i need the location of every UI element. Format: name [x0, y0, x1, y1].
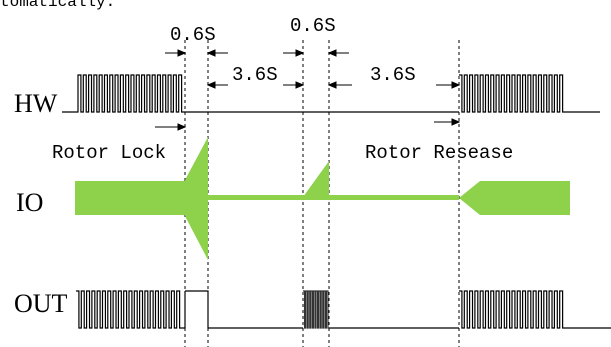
interval-label-0-6s-first: 0.6S	[170, 24, 216, 46]
out-step	[185, 290, 303, 329]
rotor-release-label: Rotor Resease	[365, 142, 513, 164]
header-fragment: tomatically.	[0, 0, 115, 11]
out-pulses-right	[459, 290, 611, 329]
io-retry-spike	[303, 161, 329, 199]
interval-label-3-6s-second: 3.6S	[370, 64, 416, 86]
interval-label-0-6s-second: 0.6S	[290, 15, 336, 37]
io-waveform	[75, 137, 570, 260]
hw-waveform	[62, 74, 600, 113]
signal-label-hw: HW	[14, 89, 58, 118]
out-burst	[303, 290, 329, 329]
rotor-lock-label: Rotor Lock	[52, 142, 166, 164]
signal-label-out: OUT	[14, 289, 68, 318]
io-thin-line	[208, 195, 459, 200]
hw-pulses-left	[62, 74, 185, 113]
out-waveform	[76, 290, 611, 329]
signal-label-io: IO	[16, 188, 43, 217]
io-band-left	[75, 181, 185, 215]
io-rotor-lock-spike	[185, 137, 208, 260]
out-pulses-left	[76, 290, 186, 329]
hw-pulses-right	[459, 74, 600, 113]
dimension-arrows	[155, 49, 461, 131]
io-band-right	[459, 181, 570, 215]
interval-label-3-6s-first: 3.6S	[232, 64, 278, 86]
